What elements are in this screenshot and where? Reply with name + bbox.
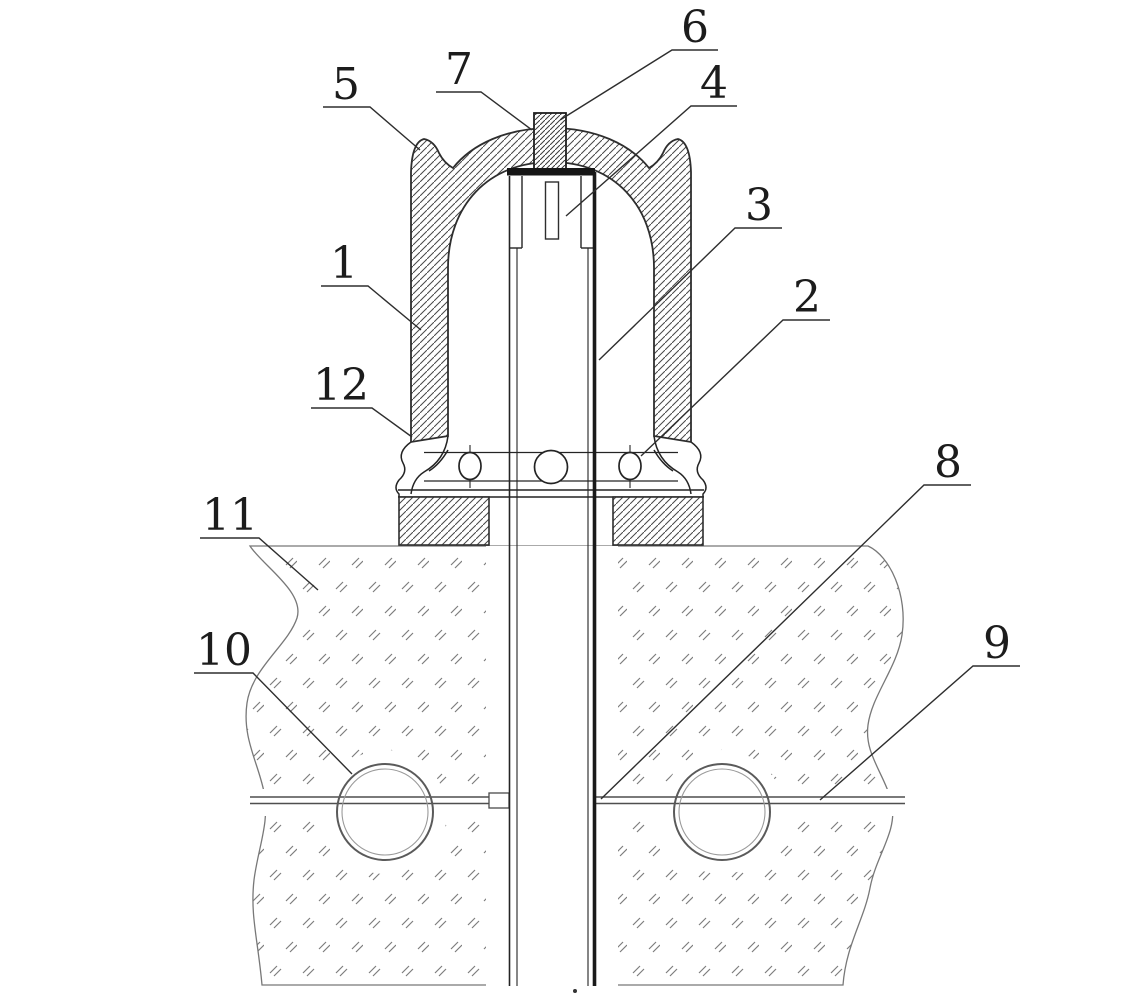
bolt-hole-left	[458, 451, 482, 481]
leader-line-7	[436, 91, 533, 131]
borehole-left	[336, 763, 434, 861]
leader-line-3	[598, 227, 782, 361]
bell-cap-wall	[410, 127, 692, 444]
borehole-right	[673, 763, 771, 861]
label-8-text: 8	[934, 437, 962, 488]
leader-line-4	[565, 105, 737, 217]
label-3-text: 3	[745, 180, 773, 231]
leader-line-10	[194, 672, 353, 775]
label-12: 12	[311, 360, 413, 438]
bottom-mark	[573, 989, 577, 993]
inner-stem	[544, 181, 560, 240]
lower-skirt-contours	[395, 435, 707, 497]
label-6-text: 6	[681, 2, 709, 53]
label-10-text: 10	[196, 625, 252, 676]
label-7-text: 7	[445, 44, 473, 95]
label-5-text: 5	[332, 59, 360, 110]
label-11: 11	[200, 490, 319, 591]
leader-line-12	[311, 407, 413, 438]
leader-line-5	[323, 106, 421, 151]
leader-line-6	[559, 49, 718, 121]
leader-line-9	[819, 665, 1020, 801]
center-pipe	[507, 112, 597, 986]
pipe-junction-tab	[488, 792, 510, 809]
label-4-text: 4	[700, 58, 728, 109]
cap-bar	[507, 168, 595, 176]
label-7: 7	[436, 44, 533, 131]
horizontal-pipe	[250, 796, 905, 805]
label-11-text: 11	[202, 490, 258, 541]
label-3: 3	[598, 180, 782, 361]
label-9: 9	[819, 618, 1020, 801]
label-5: 5	[323, 59, 421, 151]
label-10: 10	[194, 625, 353, 775]
label-4: 4	[565, 58, 737, 217]
label-8: 8	[600, 437, 971, 800]
top-pin	[533, 112, 567, 170]
leader-line-1	[321, 285, 422, 331]
leader-line-11	[200, 537, 319, 591]
bolt-hole-center	[533, 449, 569, 485]
fastener-holes	[458, 445, 642, 488]
base-block-left	[398, 496, 490, 546]
label-6: 6	[559, 2, 718, 121]
borehole-left-clearance	[323, 750, 447, 874]
center-pipe-corridor	[486, 546, 618, 988]
leader-line-8	[600, 484, 971, 800]
label-9-text: 9	[983, 618, 1011, 669]
label-12-text: 12	[313, 360, 369, 411]
label-1-text: 1	[330, 238, 358, 289]
label-2-text: 2	[793, 272, 821, 323]
label-2: 2	[640, 272, 830, 457]
bolt-hole-right	[618, 451, 642, 481]
label-1: 1	[321, 238, 422, 331]
leader-line-2	[640, 319, 830, 457]
borehole-right-clearance	[660, 750, 784, 874]
labels: 6 7 4 5 3 2 1	[194, 2, 1020, 801]
base-assembly	[395, 435, 707, 546]
base-block-right	[612, 496, 704, 546]
